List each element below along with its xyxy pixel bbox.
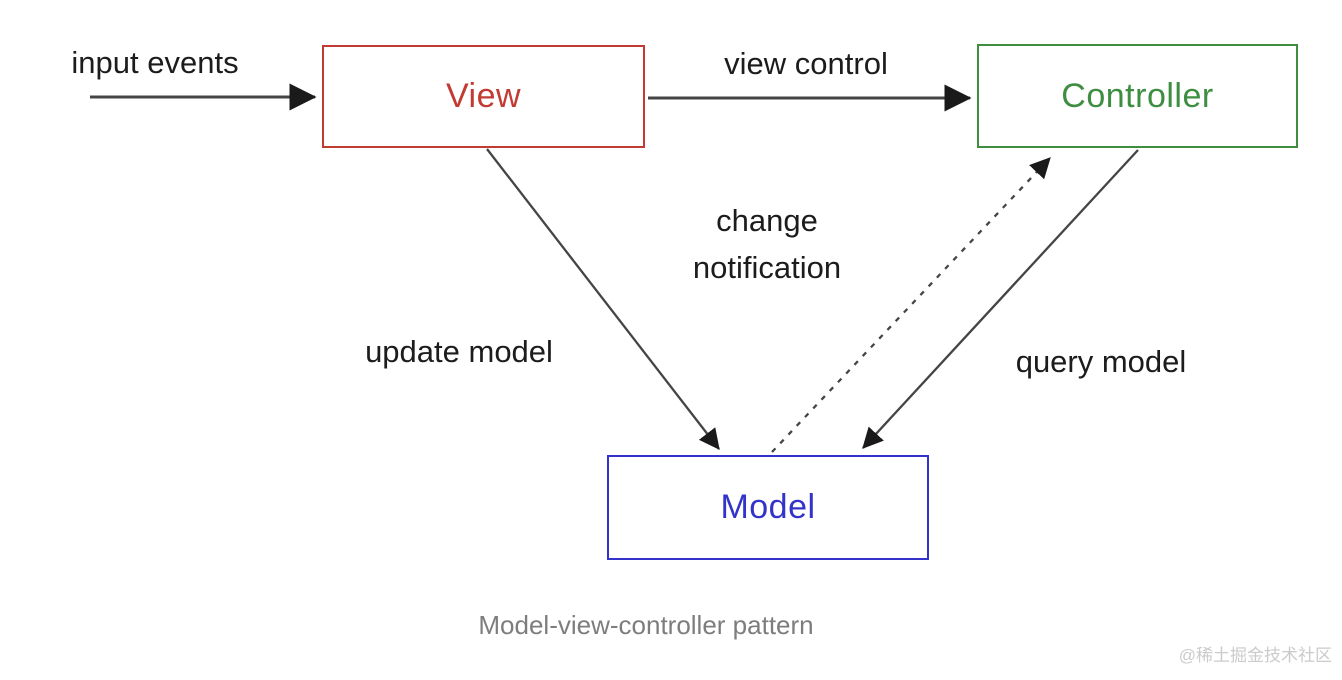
- view-box: View: [322, 45, 645, 148]
- controller-box: Controller: [977, 44, 1298, 148]
- query-model-label: query model: [1015, 344, 1187, 379]
- input-events-label: input events: [71, 45, 239, 80]
- watermark-text: @稀土掘金技术社区: [1178, 646, 1332, 665]
- view-box-label: View: [445, 77, 522, 115]
- model-box: Model: [607, 455, 929, 560]
- query-model-arrow: [862, 149, 1139, 449]
- update-model-arrow: [486, 148, 720, 450]
- update-model-label: update model: [365, 334, 553, 369]
- change-notification-label-line2: notification: [692, 250, 842, 285]
- view-control-label: view control: [724, 46, 888, 81]
- change-notification-label-line1: change: [716, 203, 818, 238]
- change-notification-arrow: [771, 157, 1051, 453]
- diagram-caption: Model-view-controller pattern: [478, 610, 814, 640]
- change-notification-label: change notification: [693, 197, 841, 291]
- controller-box-label: Controller: [1061, 76, 1214, 115]
- model-box-label: Model: [720, 488, 816, 526]
